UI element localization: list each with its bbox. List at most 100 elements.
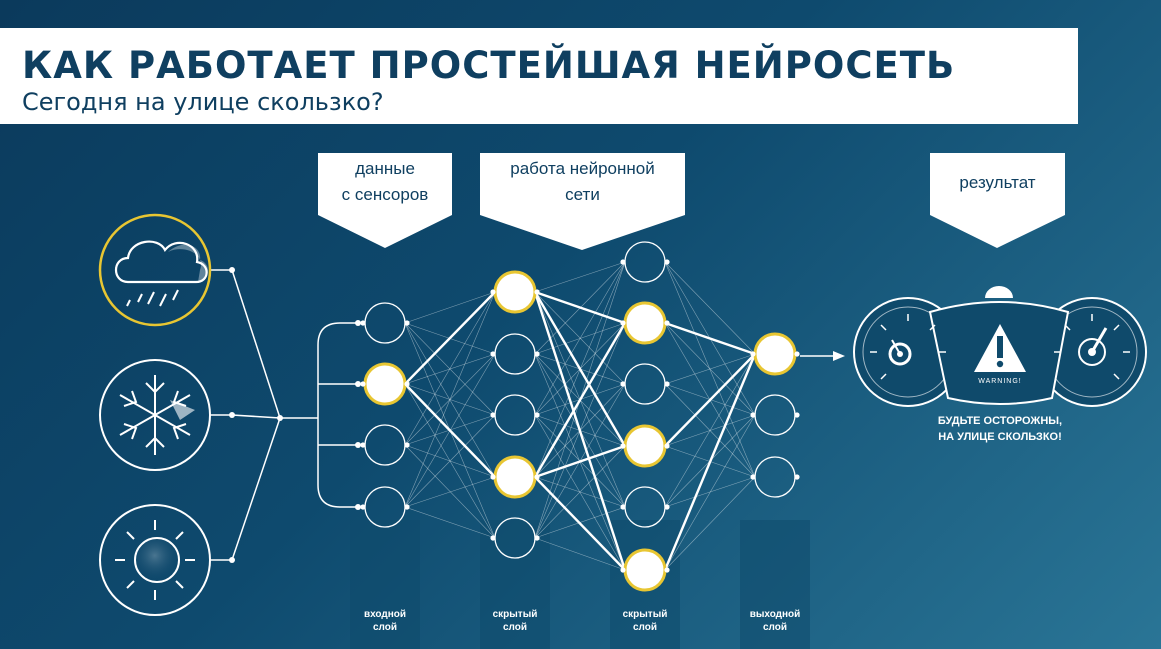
hidden2-node [623,424,667,468]
output-layer-label: выходной слой [740,608,810,634]
connection [664,261,756,355]
active-connection [533,322,627,478]
right-gauge-icon [1054,314,1130,380]
junction-dot [355,320,361,326]
sensors-flag-text: данные с сенсоров [318,156,452,208]
output-layer-label-line1: выходной [749,609,801,620]
hidden1-layer-label-line2: слой [502,622,528,633]
output-node [754,456,796,498]
connection [404,353,496,385]
connection [664,353,756,385]
connection [534,261,626,478]
rain-sensor [98,213,212,327]
node-dot [620,443,626,449]
sensor-link [231,414,281,419]
sensors-flag-line1: данные [355,159,415,178]
output-node [754,394,796,436]
node-dot [490,474,496,480]
warning-message-line1: БУДЬТЕ ОСТОРОЖНЫ, [937,415,1063,427]
connection [404,414,496,446]
junction-dot [355,381,361,387]
node-dot [490,289,496,295]
connection [664,414,756,447]
warning-icon [974,324,1026,372]
connection [534,383,626,539]
node-dot [534,412,540,418]
connection [534,353,626,508]
page-subtitle: Сегодня на улице скользко? [22,88,384,116]
node-dot [534,474,540,480]
active-connection [663,353,757,571]
connection [534,445,626,539]
node-dot [404,381,410,387]
connection [534,322,626,539]
network-connections [210,261,757,571]
connection [404,506,496,539]
connection [534,322,626,416]
snowflake-icon [119,375,195,455]
connection [664,414,756,571]
output-arrow [800,351,845,361]
input-layer-column [350,520,420,649]
node-dot [490,535,496,541]
network-flag-text: работа нейронной сети [480,156,685,208]
node-dot [404,320,410,326]
connection [534,322,626,355]
output-layer-label-line2: слой [762,622,788,633]
connection [534,414,626,571]
hidden1-node [493,455,537,499]
connection [534,291,626,385]
connection [664,476,756,571]
sensor-link [231,269,281,419]
node-dot [620,381,626,387]
connection [664,353,756,508]
hidden2-node [624,241,666,283]
connection [404,444,496,539]
junction-dot [229,267,235,273]
junction-dot [277,415,283,421]
active-connection [534,444,626,479]
result-flag-line1: результат [959,173,1036,192]
node-dot [750,351,756,357]
active-connection [664,353,756,447]
node-dot [490,351,496,357]
result-flag-text: результат [930,170,1065,196]
connection [534,537,626,571]
connection [404,322,496,478]
connection [404,291,496,324]
car-dashboard: WARNING! [853,286,1147,407]
node-dot [664,504,670,510]
hidden2-node [624,486,666,528]
node-dot [794,412,800,418]
junction-dot [355,504,361,510]
connection [404,322,496,416]
node-dot [794,474,800,480]
connection [534,261,626,416]
input-node [364,424,406,466]
header-banner: КАК РАБОТАЕТ ПРОСТЕЙШАЯ НЕЙРОСЕТЬ Сегодн… [0,28,1078,124]
hidden1-node [493,270,537,314]
input-layer-label-line2: слой [372,622,398,633]
connection [404,383,496,416]
connection [534,414,626,447]
node-dot [664,443,670,449]
junction-dot [229,412,235,418]
rain-cloud-icon [114,240,209,307]
hidden2-node [623,301,667,345]
connection [534,261,626,293]
connection [404,444,496,478]
node-dot [620,567,626,573]
active-connection [664,321,756,356]
active-connection [534,290,626,325]
output-node [753,332,797,376]
connection [404,353,496,446]
node-dot [750,474,756,480]
warning-label: WARNING! [978,378,1022,385]
node-dot [534,289,540,295]
hidden1-layer-label: скрытый слой [480,608,550,634]
hidden2-layer-label-line2: слой [632,622,658,633]
node-dot [360,381,366,387]
input-layer-label-line1: входной [363,609,407,620]
sensor-link [231,417,281,561]
input-node [364,486,406,528]
